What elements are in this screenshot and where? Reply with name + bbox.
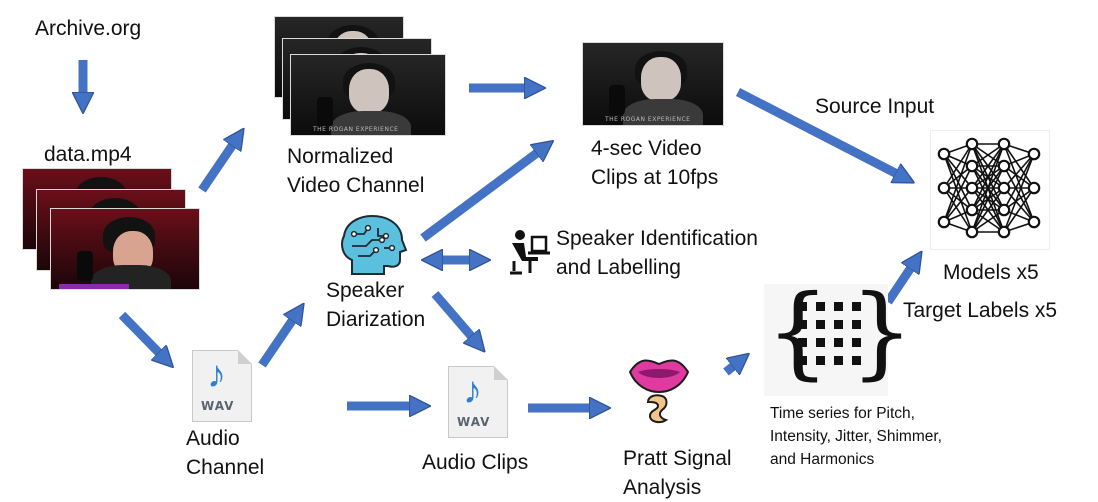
nn-node [965,181,979,195]
nn-edge [971,143,1005,189]
nn-edge [1003,153,1035,189]
nn-edge [943,187,973,233]
audio-clips-wav-icon: ♪ WAV [448,366,508,438]
label-speaker-id-2: and Labelling [556,256,681,279]
label-timeseries-3: and Harmonics [770,451,875,468]
arrow-pratt-to-timeseries [723,360,741,376]
clip-video-frame: THE ROGAN EXPERIENCE [582,42,724,126]
label-pratt-2: Analysis [623,476,702,499]
nn-node [1027,215,1041,229]
nn-edge [943,153,973,189]
video-caption: THE ROGAN EXPERIENCE [313,126,399,133]
arrow-audio-to-diarization [258,312,298,368]
label-clips-1: 4-sec Video [591,137,702,160]
nn-edge [943,143,973,189]
right-brace-icon: } [850,273,914,390]
video-frame: THE ROGAN EXPERIENCE [290,54,446,136]
nn-edge [971,165,1005,233]
nn-edge [971,209,1005,233]
label-pratt-1: Pratt Signal [623,447,732,470]
arrow-data-to-normalized [198,137,238,193]
nn-edge [1003,143,1035,189]
label-audio-channel-1: Audio [186,427,240,450]
nn-node [1027,181,1041,195]
nn-node [997,181,1011,195]
nn-node [997,137,1011,151]
label-target-labels: Target Labels x5 [903,299,1058,322]
arrow-diarization-to-audioclips [431,291,478,344]
wav-tag: WAV [201,399,235,413]
nn-node [965,203,979,217]
nn-edge [971,143,1005,167]
dot-grid-icon [798,302,861,365]
label-audio-channel-2: Channel [186,456,265,479]
person-at-computer-icon [510,230,550,275]
timeseries-icon: { } [764,282,914,396]
label-models: Models x5 [943,261,1039,284]
nn-edge [1003,153,1035,211]
nn-edge [943,143,973,223]
label-clips-2: Clips at 10fps [591,166,719,189]
nn-edge [971,143,1005,211]
label-speaker-id-1: Speaker Identification [556,227,758,250]
label-timeseries-1: Time series for Pitch, [770,405,915,422]
nn-edge [971,143,1005,233]
label-source-input: Source Input [815,95,935,118]
wav-tag: WAV [457,415,491,429]
nn-node [997,159,1011,173]
nn-node [1027,147,1041,161]
nn-edge [943,187,973,223]
nn-node [965,225,979,239]
label-data-mp4: data.mp4 [44,143,132,166]
nn-node [937,181,951,195]
video-frame [50,208,200,290]
label-audio-clips: Audio Clips [422,451,529,474]
neural-network-icon [937,137,1041,239]
video-caption: THE ROGAN EXPERIENCE [605,116,691,123]
nn-node [937,215,951,229]
audio-channel-wav-icon: ♪ WAV [192,350,252,422]
label-diarization-2: Diarization [326,308,426,331]
nn-edge [971,187,1005,233]
arrow-data-to-audio [118,311,166,360]
label-normalized-2: Video Channel [287,174,425,197]
nn-node [965,159,979,173]
label-archive: Archive.org [35,17,142,40]
nn-edge [943,165,973,223]
nn-node [997,225,1011,239]
nn-edge [1003,187,1035,223]
label-diarization-1: Speaker [326,279,405,302]
pratt-lips-ear-icon [628,359,690,424]
nn-node [997,203,1011,217]
nn-edge [1003,187,1035,233]
nn-edge [1003,153,1035,233]
arrow-diarization-to-clips [420,147,545,242]
nn-node [937,147,951,161]
brain-circuit-icon [341,214,408,275]
label-timeseries-2: Intensity, Jitter, Shimmer, [770,428,942,445]
label-normalized-1: Normalized [287,145,394,168]
nn-node [965,137,979,151]
